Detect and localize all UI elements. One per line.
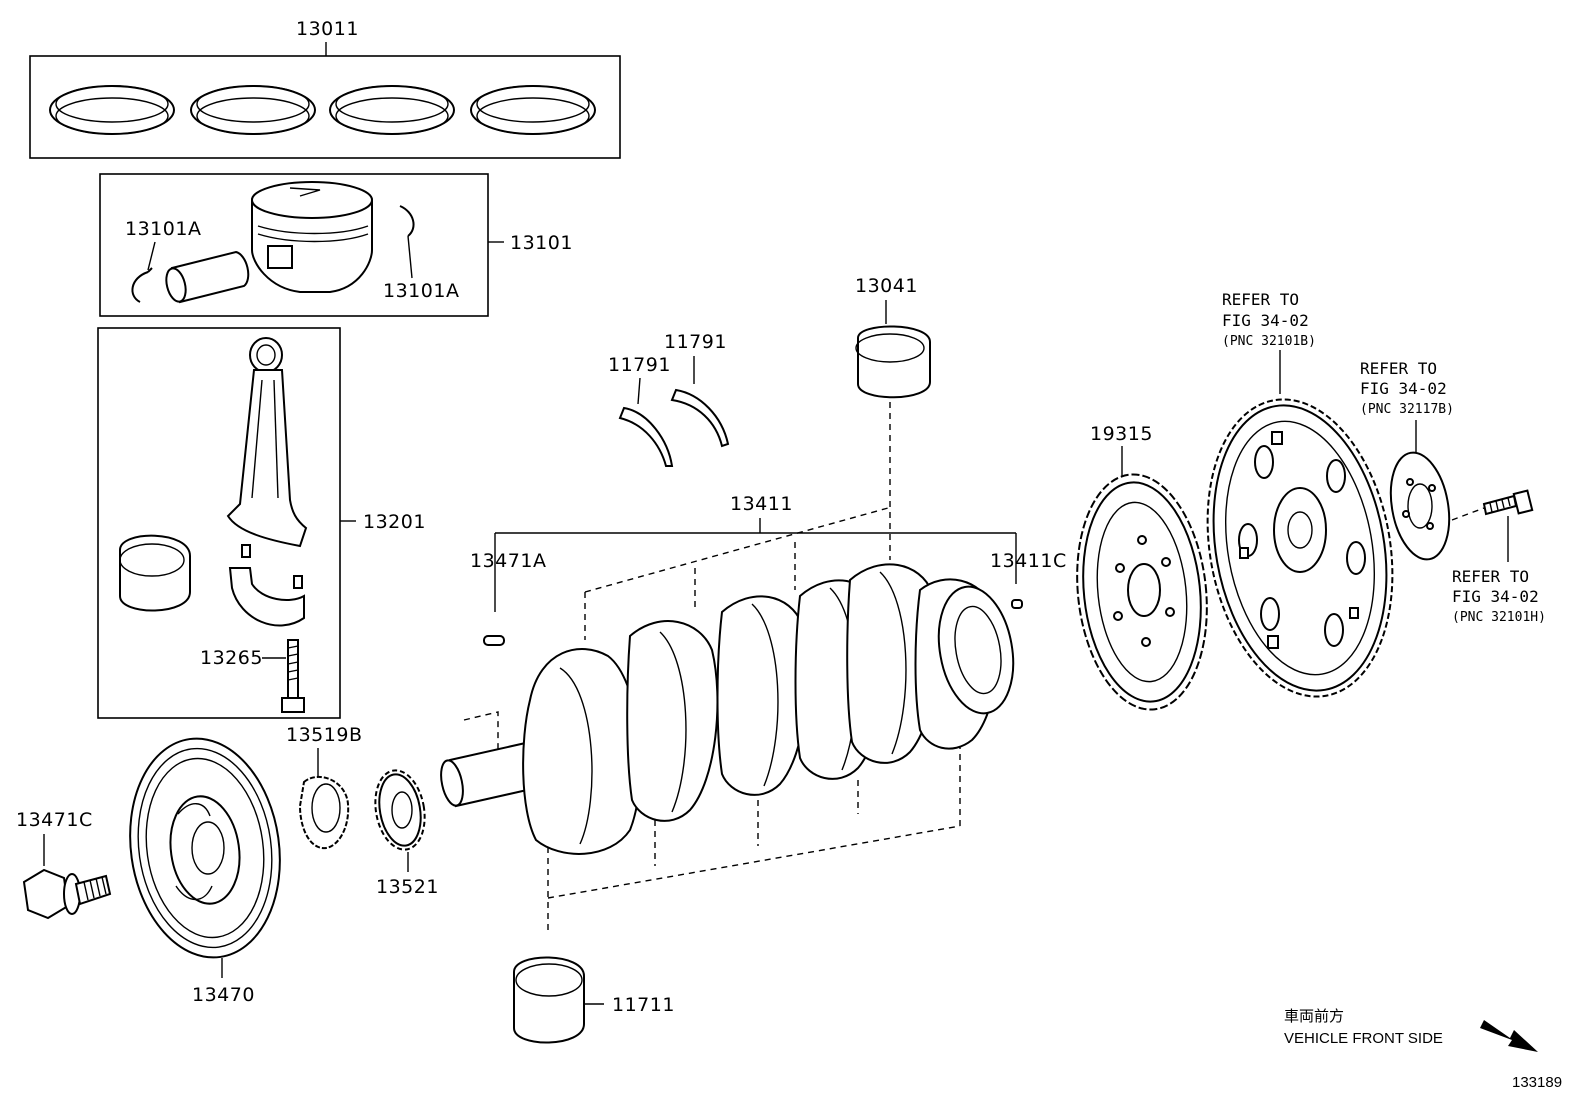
crankshaft-pin [1011, 599, 1023, 609]
snap-ring-right [399, 205, 415, 237]
vehicle-front-japanese: 車両前方 [1284, 1008, 1344, 1025]
label-13470[interactable]: 13470 [192, 984, 255, 1006]
piston-ring-set-group: 13011 [29, 18, 621, 159]
crankshaft-timing-gear-key [298, 776, 350, 850]
vehicle-front-arrow-icon [1480, 1020, 1538, 1052]
label-13265[interactable]: 13265 [200, 647, 263, 669]
ref3-line2: FIG 34-02 [1452, 587, 1539, 606]
ref1-line2: FIG 34-02 [1222, 311, 1309, 330]
crankshaft-group: 13411 13471A 13411C [440, 493, 1067, 930]
crankshaft-pulley-bolt [22, 868, 112, 920]
crankshaft-pulley [129, 737, 281, 959]
connecting-rod-assembly-group: 13201 13265 [97, 327, 426, 719]
ref3-line1: REFER TO [1452, 567, 1529, 586]
piston-assembly-group: 13101 13101A 13101A [99, 173, 573, 317]
piston [251, 181, 373, 293]
crankshaft-timing-sprocket [374, 769, 426, 851]
label-19315[interactable]: 19315 [1090, 423, 1153, 445]
timing-rotor-group: 19315 [1076, 423, 1208, 711]
label-11711[interactable]: 11711 [612, 994, 675, 1016]
connecting-rod-bolt [281, 639, 305, 713]
crankshaft-position-sensor-plate [1076, 473, 1208, 711]
drive-plate-bolt [1482, 489, 1534, 516]
crankshaft-main-bearing-lower [513, 956, 585, 1044]
piston-ring-4 [470, 85, 596, 135]
drive-plate-group: REFER TO FIG 34-02 (PNC 32101B) REFER TO… [1206, 290, 1546, 698]
crankshaft-key [483, 635, 505, 646]
label-13521[interactable]: 13521 [376, 876, 439, 898]
piston-ring-set-box [29, 55, 621, 159]
snap-ring-left [131, 267, 153, 303]
ref1-line1: REFER TO [1222, 290, 1299, 309]
orientation-note: 車両前方 VEHICLE FRONT SIDE [1284, 1008, 1538, 1052]
crankshaft [440, 563, 1015, 855]
label-13471c[interactable]: 13471C [16, 809, 93, 831]
label-13041[interactable]: 13041 [855, 275, 918, 297]
label-11791-left[interactable]: 11791 [608, 354, 671, 376]
piston-ring-3 [329, 85, 455, 135]
connecting-rod [226, 337, 308, 548]
crankshaft-main-bearing-upper [855, 325, 931, 399]
label-13101[interactable]: 13101 [510, 232, 573, 254]
label-13519b[interactable]: 13519B [286, 724, 362, 746]
piston-ring-2 [190, 85, 316, 135]
label-13411[interactable]: 13411 [730, 493, 793, 515]
piston-pin [165, 250, 250, 304]
lower-bearing-group: 11711 [513, 956, 675, 1044]
label-13411c[interactable]: 13411C [990, 550, 1067, 572]
connecting-rod-cap [228, 544, 305, 627]
thrust-washer-right [670, 388, 730, 448]
upper-bearing-group: 13041 11791 11791 [608, 275, 931, 560]
piston-ring-1 [49, 85, 175, 135]
drive-plate-spacer [1389, 451, 1451, 561]
label-13011[interactable]: 13011 [296, 18, 359, 40]
ref2-line1: REFER TO [1360, 359, 1437, 378]
diagram-id: 133189 [1512, 1074, 1562, 1091]
vehicle-front-english: VEHICLE FRONT SIDE [1284, 1030, 1443, 1047]
piston-assembly-box [99, 173, 489, 317]
label-11791-right[interactable]: 11791 [664, 331, 727, 353]
label-13101a-right[interactable]: 13101A [383, 280, 459, 302]
front-end-group: 13519B 13521 13471C [16, 724, 439, 1006]
label-13101a-left[interactable]: 13101A [125, 218, 201, 240]
ref1-line3[interactable]: (PNC 32101B) [1222, 334, 1316, 349]
drive-plate-ring-gear [1206, 398, 1394, 698]
label-13471a[interactable]: 13471A [470, 550, 546, 572]
connecting-rod-bearing [119, 534, 191, 612]
ref3-line3[interactable]: (PNC 32101H) [1452, 610, 1546, 625]
label-13201[interactable]: 13201 [363, 511, 426, 533]
thrust-washer-left [618, 406, 674, 467]
connecting-rod-box [97, 327, 341, 719]
ref2-line2: FIG 34-02 [1360, 379, 1447, 398]
ref2-line3[interactable]: (PNC 32117B) [1360, 402, 1454, 417]
